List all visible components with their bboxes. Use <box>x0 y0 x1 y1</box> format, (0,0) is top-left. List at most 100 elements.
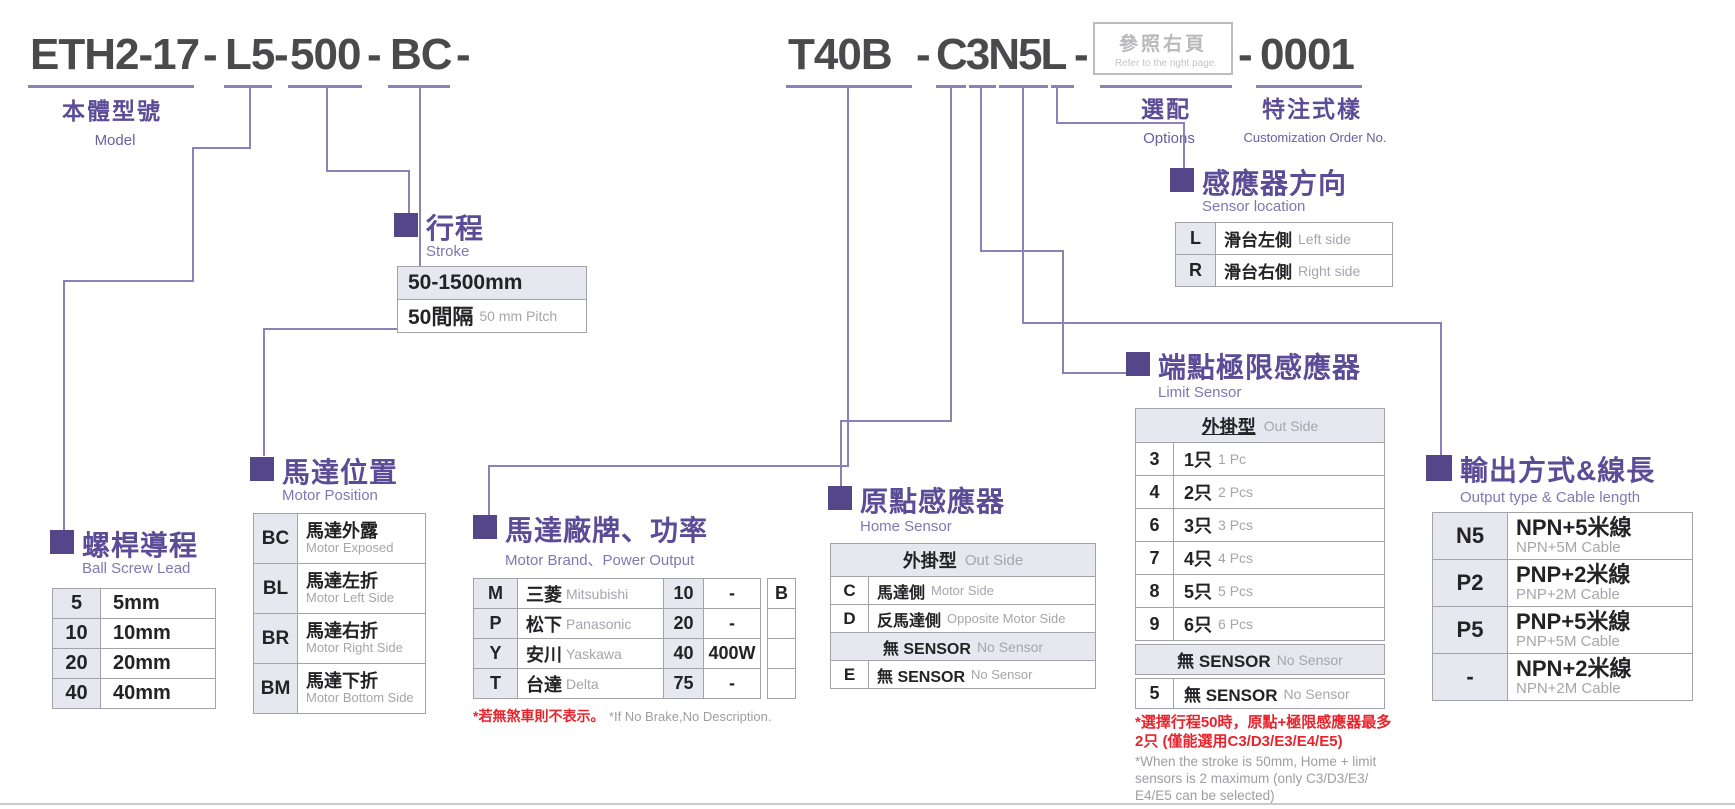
customization-label: 特注式樣 Customization Order No. <box>1243 96 1387 145</box>
motor-position-table: BC 馬達外露 Motor Exposed BL 馬達左折 Motor Left… <box>253 513 426 714</box>
stroke-table: 50-1500mm 50間隔 50 mm Pitch <box>397 266 587 333</box>
table-row: P5 PNP+5米線 PNP+5M Cable <box>1433 607 1692 654</box>
code-segment-lead: L5 <box>225 30 275 79</box>
connector-line <box>408 170 410 213</box>
motor-position-subtitle: Motor Position <box>282 487 378 504</box>
limit-sensor-subtitle: Limit Sensor <box>1158 384 1242 401</box>
table-row: 9 6只 6 Pcs <box>1136 608 1384 641</box>
underline-model <box>28 85 194 88</box>
underline-motor-position <box>388 85 450 88</box>
table-row: 8 5只 5 Pcs <box>1136 575 1384 608</box>
section-marker-square <box>50 530 74 554</box>
section-marker-square <box>1170 168 1194 192</box>
connector-line <box>192 147 194 280</box>
connector-line <box>950 88 952 420</box>
table-row: P 松下 Panasonic 20 - <box>474 609 760 639</box>
table-row: 50間隔 50 mm Pitch <box>398 300 586 333</box>
table-row: Y 安川 Yaskawa 40 400W <box>474 639 760 669</box>
table-row: 40 40mm <box>53 679 215 709</box>
table-row: 10 10mm <box>53 619 215 649</box>
limit-sensor-title: 端點極限感應器 <box>1158 352 1362 383</box>
table-row: E 無 SENSOR No Sensor <box>831 661 1095 689</box>
table-row: BC 馬達外露 Motor Exposed <box>254 514 425 564</box>
table-row: 50-1500mm <box>398 267 586 300</box>
underline-sensor-location <box>1051 85 1074 88</box>
sensor-location-subtitle: Sensor location <box>1202 198 1306 215</box>
underline-output <box>999 85 1048 88</box>
ball-screw-lead-subtitle: Ball Screw Lead <box>82 560 191 577</box>
motor-brand-title: 馬達廠牌、功率 <box>505 515 709 546</box>
output-type-subtitle: Output type & Cable length <box>1460 489 1641 506</box>
limit-sensor-table: 外掛型 Out Side 3 1只 1 Pc 4 2只 2 Pcs <box>1135 408 1385 641</box>
limit-no-sensor-row: 5 無 SENSOR No Sensor <box>1135 678 1385 709</box>
connector-line <box>840 420 952 422</box>
table-row: M 三菱 Mitsubishi 10 - <box>474 579 760 609</box>
section-marker-square <box>250 457 274 481</box>
underline-order-no <box>1256 85 1362 88</box>
motor-position-title: 馬達位置 <box>282 457 399 488</box>
home-sensor-table: 外掛型 Out Side C 馬達側 Motor Side D 反馬達側 <box>830 543 1096 689</box>
motor-brand-footnote: *若無煞車則不表示。 *If No Brake,No Description. <box>473 708 772 724</box>
section-marker-square <box>394 213 418 237</box>
underline-lead <box>224 85 272 88</box>
stroke-subtitle: Stroke <box>426 243 470 260</box>
code-dash: - <box>1238 30 1253 79</box>
code-dash: - <box>916 30 931 79</box>
code-dash: - <box>203 30 218 79</box>
table-header-row: 外掛型 Out Side <box>831 544 1095 577</box>
table-row: BM 馬達下折 Motor Bottom Side <box>254 664 425 714</box>
home-sensor-subtitle: Home Sensor <box>860 518 952 535</box>
stroke-title: 行程 <box>426 213 485 244</box>
underline-motor-brand <box>786 85 912 88</box>
connector-line <box>488 465 849 467</box>
underline-home-sensor <box>936 85 966 88</box>
code-segment-model: ETH2-17 <box>30 30 200 79</box>
limit-sensor-footnote-en: *When the stroke is 50mm, Home + limit s… <box>1135 754 1377 803</box>
connector-line <box>249 88 251 147</box>
connector-line <box>263 328 265 456</box>
section-marker-square <box>828 486 852 510</box>
underline-stroke <box>288 85 362 88</box>
table-row: B <box>768 579 795 609</box>
sensor-location-title: 感應器方向 <box>1202 168 1348 199</box>
section-marker-square <box>473 515 497 539</box>
no-sensor-band: 無 SENSOR No Sensor <box>831 633 1095 661</box>
table-row: N5 NPN+5米線 NPN+5M Cable <box>1433 513 1692 560</box>
table-row: 20 20mm <box>53 649 215 679</box>
page-bottom-divider <box>0 803 1735 805</box>
connector-line <box>419 88 421 328</box>
ball-screw-lead-table: 5 5mm 10 10mm 20 20mm 40 40mm <box>52 588 216 709</box>
model-label: 本體型號 Model <box>62 98 162 149</box>
table-row: BL 馬達左折 Motor Left Side <box>254 564 425 614</box>
connector-line <box>488 465 490 515</box>
options-reference-box: 參照右頁 Refer to the right page. <box>1093 22 1233 75</box>
output-type-table: N5 NPN+5米線 NPN+5M Cable P2 PNP+2米線 PNP+2… <box>1432 512 1693 701</box>
code-segment-stroke: 500 <box>290 30 361 79</box>
home-sensor-title: 原點感應器 <box>860 486 1006 517</box>
table-row: 4 2只 2 Pcs <box>1136 476 1384 509</box>
connector-line <box>1062 250 1064 374</box>
code-dash: - <box>367 30 382 79</box>
section-marker-square <box>1126 352 1150 376</box>
table-row: BR 馬達右折 Motor Right Side <box>254 614 425 664</box>
connector-line <box>1022 88 1024 322</box>
connector-line <box>1056 122 1185 124</box>
table-row: T 台達 Delta 75 - <box>474 669 760 699</box>
code-dash: - <box>1074 30 1089 79</box>
table-row: - NPN+2米線 NPN+2M Cable <box>1433 654 1692 701</box>
brake-column: B <box>767 578 796 699</box>
connector-line <box>63 280 65 530</box>
table-row <box>768 609 795 639</box>
section-marker-square <box>1426 455 1452 481</box>
motor-brand-table: M 三菱 Mitsubishi 10 - P 松下 Panasonic 20 <box>473 578 761 699</box>
table-row: D 反馬達側 Opposite Motor Side <box>831 605 1095 633</box>
table-row <box>768 639 795 669</box>
table-row: 3 1只 1 Pc <box>1136 443 1384 476</box>
motor-brand-subtitle: Motor Brand、Power Output <box>505 552 695 569</box>
connector-line <box>1022 322 1442 324</box>
connector-line <box>847 88 849 465</box>
code-dash: - <box>274 30 289 79</box>
table-row: L 滑台左側 Left side <box>1176 223 1392 255</box>
code-segment-motor-position: BC <box>390 30 453 79</box>
connector-line <box>326 170 410 172</box>
